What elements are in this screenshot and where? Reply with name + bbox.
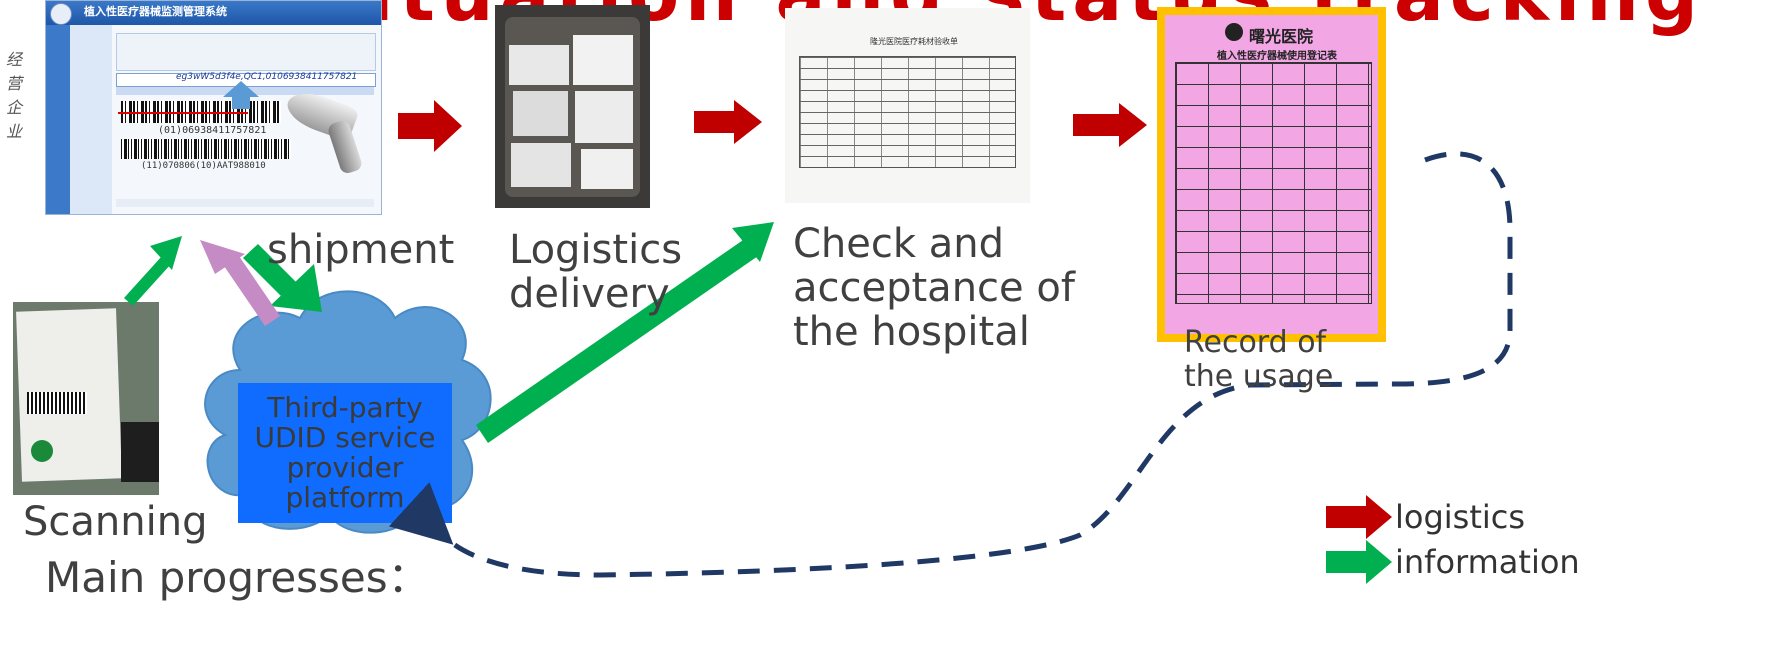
label-shipment: shipment xyxy=(267,227,455,273)
label-scanning: Scanning xyxy=(23,499,208,545)
logistics-arrow-2 xyxy=(694,100,762,144)
logistics-photo xyxy=(495,5,650,208)
up-arrow-icon xyxy=(223,81,259,97)
info-arrow-down-to-cloud xyxy=(243,244,322,312)
software-screenshot: 植入性医疗器械监测管理系统 eg3wW5d3f4e,QC1,0106938411… xyxy=(45,0,382,215)
legend-logistics-arrow xyxy=(1326,495,1392,539)
tracking-dashed-line xyxy=(388,151,1513,578)
legend-logistics-label: logistics xyxy=(1395,498,1526,536)
platform-text: Third-party UDID service provider platfo… xyxy=(254,391,436,514)
record-hospital: 曙光医院 xyxy=(1249,27,1314,46)
feedback-arrow xyxy=(200,240,280,326)
logistics-arrow-1 xyxy=(398,100,462,152)
window-title: 植入性医疗器械监测管理系统 xyxy=(84,5,227,18)
acceptance-form-heading: 隆光医院医疗耗材验收单 xyxy=(870,37,958,46)
label-record-usage: Record of the usage xyxy=(1184,325,1334,394)
label-logistics-delivery: Logistics delivery xyxy=(509,227,683,317)
label-check-acceptance: Check and acceptance of the hospital xyxy=(793,221,1075,355)
label-main-progresses: Main progresses： xyxy=(45,553,430,602)
info-arrow-scan-up xyxy=(124,236,182,306)
udi-code: eg3wW5d3f4e,QC1,0106938411757821 xyxy=(176,72,358,82)
hospital-logo-icon xyxy=(1225,23,1243,41)
usage-record-photo: 曙光医院 植入性医疗器械使用登记表 xyxy=(1157,7,1386,342)
side-text: 经营企业 xyxy=(6,50,23,141)
legend-information-arrow xyxy=(1326,540,1392,584)
barcode-text-1: (01)06938411757821 xyxy=(158,125,267,136)
record-heading: 植入性医疗器械使用登记表 xyxy=(1217,51,1337,62)
scanning-photo xyxy=(13,302,159,495)
info-arrow-cloud-to-check xyxy=(476,222,774,443)
legend-information-label: information xyxy=(1395,543,1580,581)
barcode-text-2: (11)070806(10)AAT988010 xyxy=(141,161,266,171)
logistics-arrow-3 xyxy=(1073,103,1147,147)
acceptance-form-photo: 隆光医院医疗耗材验收单 xyxy=(785,8,1030,203)
barcode-bottom xyxy=(121,139,291,159)
